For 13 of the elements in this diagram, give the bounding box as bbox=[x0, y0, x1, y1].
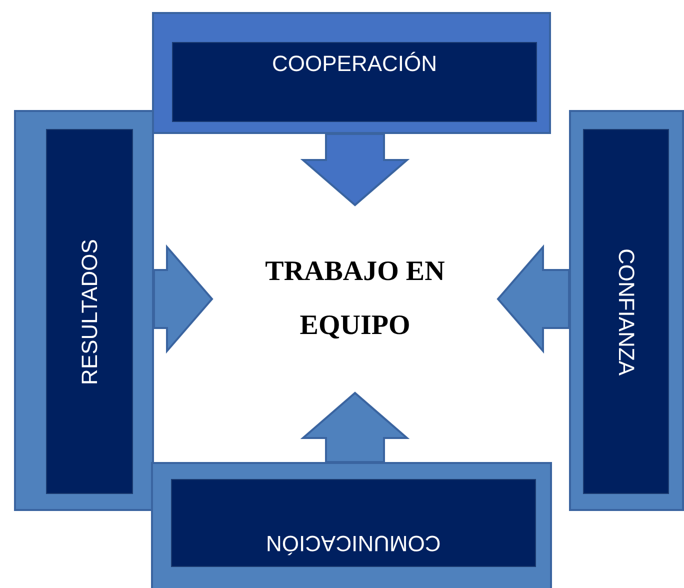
callout-frame bbox=[151, 462, 552, 588]
callout-frame bbox=[569, 110, 684, 511]
callout-frame bbox=[152, 12, 551, 134]
block-arrow bbox=[300, 392, 410, 463]
block-arrow bbox=[300, 133, 410, 206]
panel-label: CONFIANZA bbox=[613, 248, 639, 376]
central-title: TRABAJO EN EQUIPO bbox=[264, 255, 446, 343]
panel-label: COOPERACIÓN bbox=[272, 51, 438, 77]
panel-label: RESULTADOS bbox=[76, 238, 102, 384]
callout-frame bbox=[14, 110, 154, 511]
block-arrow bbox=[153, 244, 214, 354]
block-arrow bbox=[496, 244, 570, 354]
panel-label: COMUNICACIÓN bbox=[266, 530, 441, 556]
